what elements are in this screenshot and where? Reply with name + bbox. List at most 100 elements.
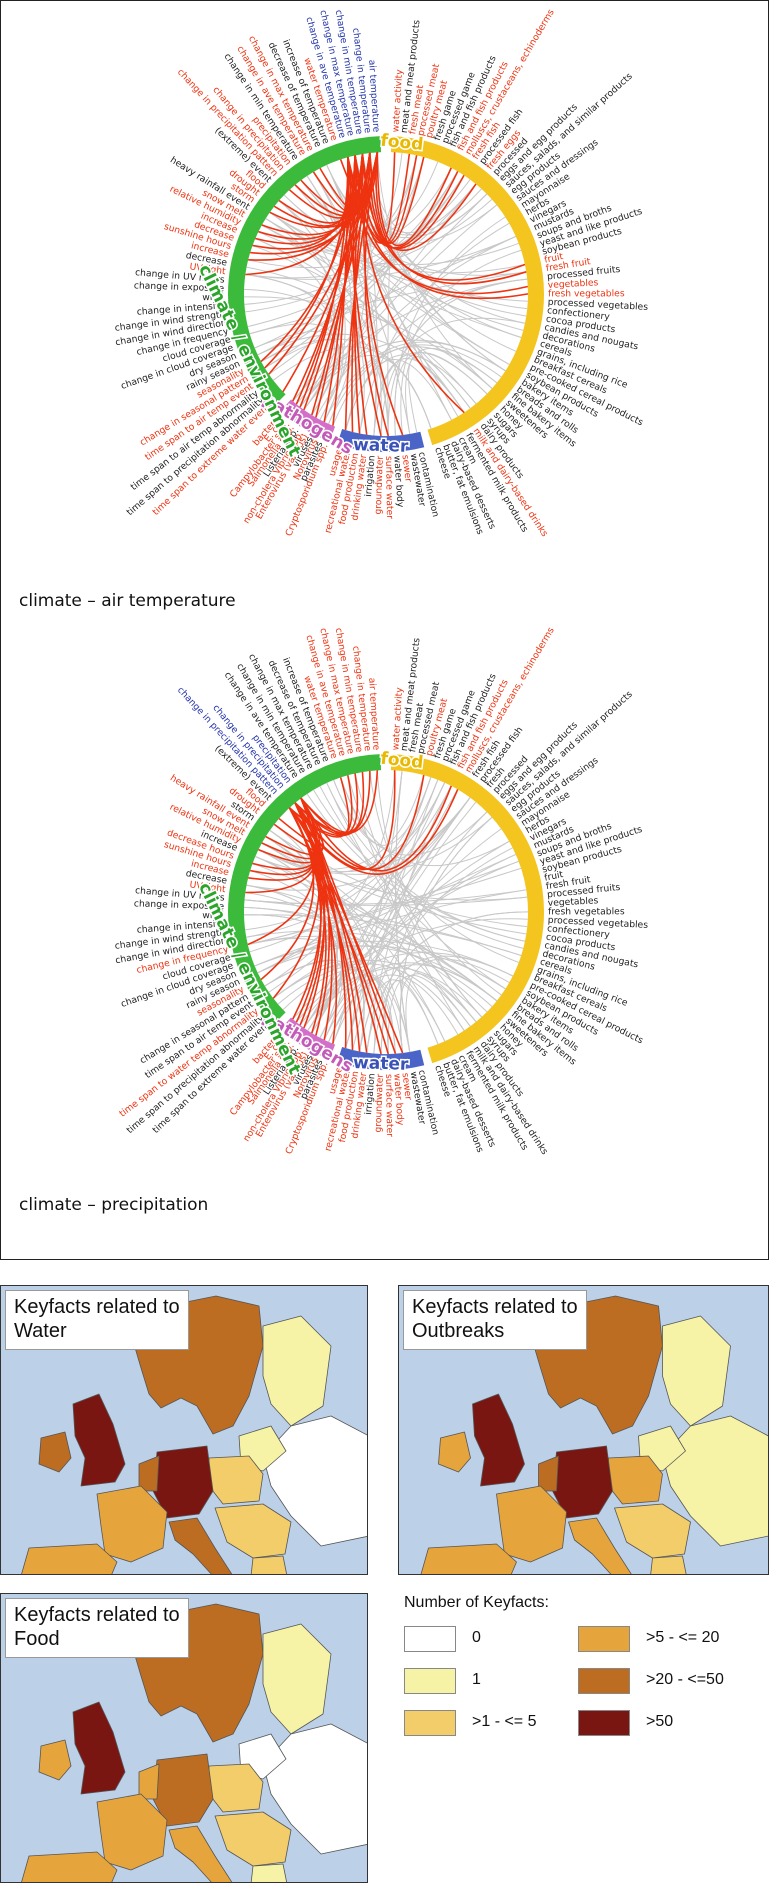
country-finland xyxy=(262,1315,332,1427)
link xyxy=(244,914,522,956)
node-label: processed vegetables xyxy=(548,297,649,313)
link xyxy=(269,829,528,928)
link xyxy=(264,770,396,987)
food-arc xyxy=(390,136,544,446)
link xyxy=(326,164,382,436)
country-iberia xyxy=(21,1851,118,1882)
node-label: UV light xyxy=(189,261,227,277)
highlight-link xyxy=(261,152,371,236)
link xyxy=(277,963,465,1031)
link xyxy=(326,164,452,421)
link xyxy=(328,801,477,1043)
link xyxy=(268,171,459,375)
link xyxy=(252,244,471,409)
link xyxy=(394,216,506,436)
link xyxy=(306,175,411,435)
link xyxy=(373,358,465,436)
link xyxy=(272,959,477,1023)
link xyxy=(244,906,446,1042)
map-title: Keyfacts related to Water xyxy=(5,1290,189,1350)
link xyxy=(245,891,365,1052)
country-balkans xyxy=(214,1503,292,1559)
legend-swatch xyxy=(404,1710,456,1736)
node-label: sauces, salads, and similar products xyxy=(503,689,635,808)
climate-arc xyxy=(228,754,382,1024)
map-panel-food: Keyfacts related to Food xyxy=(0,1593,368,1883)
country-uk xyxy=(72,1393,126,1487)
node-label: groundwater xyxy=(373,1073,386,1132)
link xyxy=(387,974,471,1054)
node-label: fruit xyxy=(543,869,564,884)
link xyxy=(246,782,446,938)
highlight-link xyxy=(245,153,364,276)
node-label: vegetables xyxy=(547,895,598,909)
water-arc xyxy=(337,1047,425,1070)
link xyxy=(340,777,519,963)
country-italy xyxy=(168,1517,233,1574)
highlight-link xyxy=(261,802,321,860)
link xyxy=(326,782,477,1023)
highlight-link xyxy=(278,802,325,850)
map-panel-water: Keyfacts related to Water xyxy=(0,1285,368,1575)
country-benelux xyxy=(538,1455,559,1492)
node-label: irrigation xyxy=(363,455,378,498)
highlight-link xyxy=(319,155,361,212)
highlight-link xyxy=(269,152,379,229)
node-label: fruit xyxy=(543,251,564,266)
link xyxy=(319,786,506,990)
link xyxy=(380,980,439,1054)
highlight-link xyxy=(294,770,379,835)
country-uk xyxy=(72,1701,126,1795)
node-label: change in exposure xyxy=(134,898,225,912)
node-label: groundwater xyxy=(373,455,386,514)
link xyxy=(273,823,340,1029)
node-label: water activity xyxy=(390,687,405,751)
highlight-link xyxy=(278,155,358,224)
map-legend: Number of Keyfacts: 0 1 >1 - <= 5 >5 - <… xyxy=(398,1588,770,1764)
legend-label: >5 - <= 20 xyxy=(646,1629,720,1646)
country-benelux xyxy=(138,1455,160,1492)
node-label: water body xyxy=(391,455,405,508)
country-italy xyxy=(168,1825,233,1882)
legend-label: >1 - <= 5 xyxy=(472,1713,537,1730)
node-label: fresh vegetables xyxy=(548,906,625,917)
node-label: sewer xyxy=(400,1072,414,1101)
node-label: surface water xyxy=(383,456,395,519)
map-title: Keyfacts related to Outbreaks xyxy=(403,1290,587,1350)
link xyxy=(258,849,528,901)
highlight-link xyxy=(375,152,527,285)
legend-title: Number of Keyfacts: xyxy=(404,1594,549,1611)
diagram-caption: climate – air temperature xyxy=(19,591,236,611)
highlight-link xyxy=(376,152,452,247)
node-label: irrigation xyxy=(363,1073,378,1116)
link xyxy=(376,770,483,1018)
country-iberia xyxy=(21,1543,118,1574)
node-label: processed vegetables xyxy=(548,915,649,931)
link xyxy=(244,296,493,389)
country-poland xyxy=(608,1455,663,1505)
link xyxy=(380,317,526,436)
link xyxy=(369,770,502,996)
country-france xyxy=(496,1485,567,1563)
highlight-link xyxy=(369,152,425,244)
country-poland xyxy=(208,1763,264,1813)
link xyxy=(269,829,389,1054)
category-label-food: food xyxy=(379,131,424,155)
country-france xyxy=(96,1485,168,1563)
link xyxy=(313,171,377,436)
country-ireland xyxy=(38,1431,72,1473)
link xyxy=(306,793,524,949)
link xyxy=(249,797,471,953)
link xyxy=(269,829,345,1038)
legend-swatch xyxy=(578,1626,630,1652)
links xyxy=(244,770,529,1055)
country-finland xyxy=(662,1315,731,1427)
link xyxy=(319,854,517,1038)
category-label-food: food xyxy=(379,749,424,773)
map-title: Keyfacts related to Food xyxy=(5,1598,189,1658)
country-balkans xyxy=(214,1811,292,1867)
highlight-link xyxy=(273,807,322,853)
highlight-link xyxy=(250,152,379,255)
node-label: wind xyxy=(202,910,224,921)
